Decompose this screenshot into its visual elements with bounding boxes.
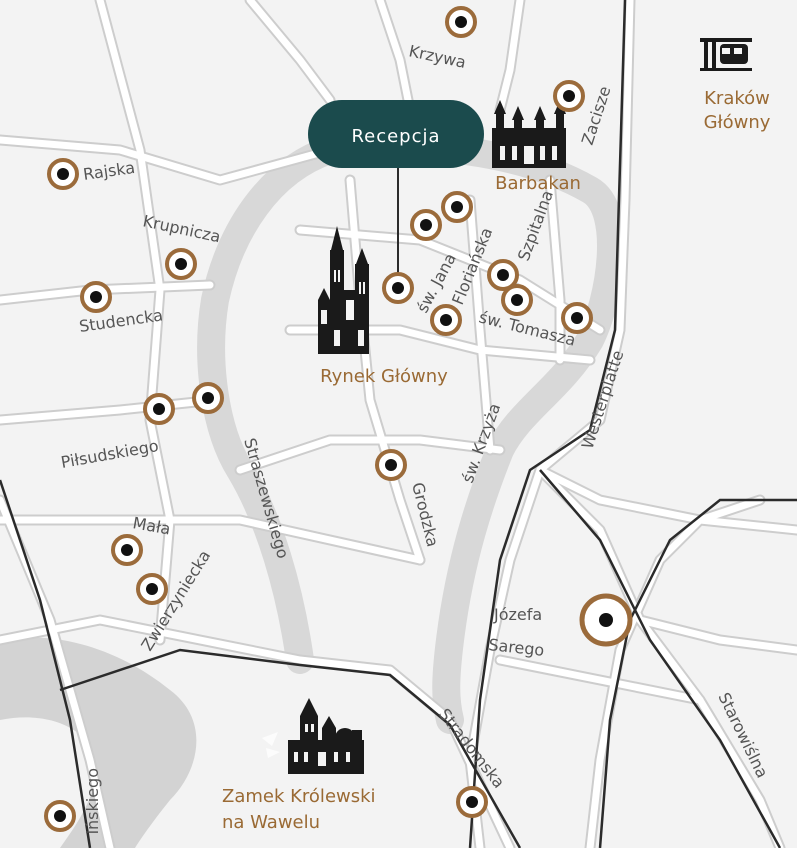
- krakow-glowny-label-line2: Główny: [704, 112, 771, 133]
- location-marker-icon[interactable]: [136, 573, 168, 605]
- location-marker-icon[interactable]: [561, 302, 593, 334]
- location-marker-icon[interactable]: [456, 786, 488, 818]
- location-marker-icon[interactable]: [553, 80, 585, 112]
- location-marker-icon[interactable]: [80, 281, 112, 313]
- wawel-label-line2: na Wawelu: [222, 812, 320, 833]
- barbican-icon: [492, 100, 566, 168]
- location-marker-icon[interactable]: [382, 272, 414, 304]
- location-marker-icon[interactable]: [47, 158, 79, 190]
- barbakan-label: Barbakan: [495, 173, 581, 194]
- location-marker-icon[interactable]: [445, 6, 477, 38]
- location-marker-icon[interactable]: [111, 534, 143, 566]
- location-marker-icon[interactable]: [579, 593, 633, 647]
- street-jozefa: Józefa: [493, 605, 542, 624]
- location-marker-icon[interactable]: [375, 449, 407, 481]
- st-marys-basilica-icon: [318, 226, 369, 354]
- location-markers: [44, 6, 633, 832]
- wawel-label-line1: Zamek Królewski: [222, 786, 376, 807]
- reception-label: Recepcja: [351, 126, 440, 147]
- location-marker-icon[interactable]: [410, 209, 442, 241]
- location-marker-icon[interactable]: [44, 800, 76, 832]
- location-marker-icon[interactable]: [487, 259, 519, 291]
- location-marker-icon[interactable]: [501, 284, 533, 316]
- location-marker-icon[interactable]: [441, 191, 473, 223]
- location-marker-icon[interactable]: [430, 304, 462, 336]
- train-icon: [700, 38, 752, 71]
- location-marker-icon[interactable]: [143, 393, 175, 425]
- street-inskiego: ińskiego: [83, 768, 102, 834]
- krakow-glowny-label-line1: Kraków: [704, 88, 770, 109]
- reception-bubble[interactable]: [308, 100, 484, 168]
- location-marker-icon[interactable]: [165, 248, 197, 280]
- wawel-castle-icon: [262, 698, 364, 774]
- location-marker-icon[interactable]: [192, 382, 224, 414]
- reception-callout[interactable]: Recepcja: [308, 100, 484, 168]
- vistula-river: [0, 637, 197, 848]
- rynek-glowny-label: Rynek Główny: [320, 366, 448, 387]
